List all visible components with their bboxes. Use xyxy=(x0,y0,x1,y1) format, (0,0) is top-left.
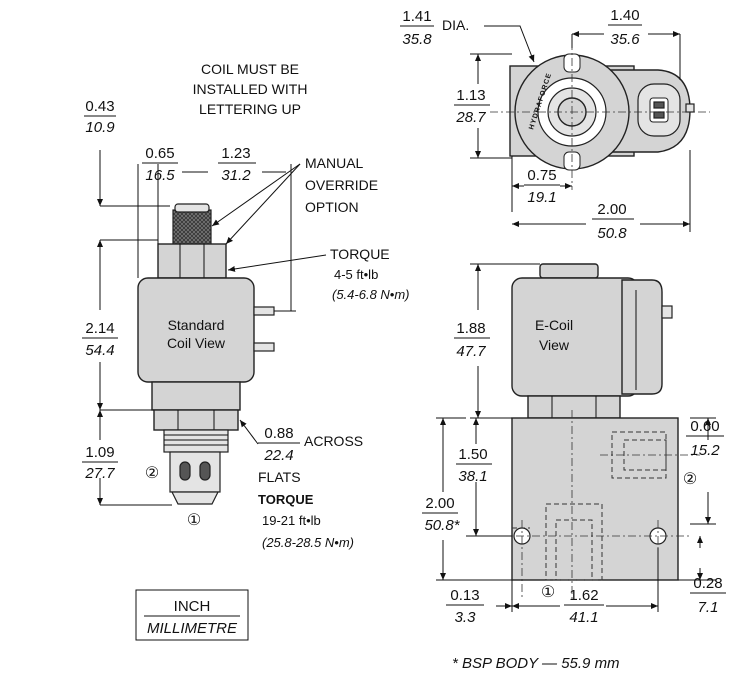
dim-0-75-in: 0.75 xyxy=(527,167,556,184)
ecoil-nut xyxy=(527,395,621,419)
dim-0-65-mm: 16.5 xyxy=(145,167,175,184)
dim-0-88-mm: 22.4 xyxy=(263,447,293,464)
legend-millimetre: MILLIMETRE xyxy=(147,620,238,637)
dim-1-13-in: 1.13 xyxy=(456,87,485,104)
dim-1-23-mm: 31.2 xyxy=(221,167,251,184)
ecoil-connector xyxy=(621,279,663,395)
coil-terminal-upper xyxy=(253,306,275,316)
bsp-body-note: * BSP BODY — 55.9 mm xyxy=(452,655,620,672)
dim-2-14-mm: 54.4 xyxy=(85,342,114,359)
dim-1-13-mm: 28.7 xyxy=(455,109,486,126)
port-1-label: ① xyxy=(187,512,201,529)
dim-2-14-in: 2.14 xyxy=(85,320,114,337)
ecoil-port-2-label: ② xyxy=(683,471,697,488)
dim-2-00-side-in: 2.00 xyxy=(425,495,454,512)
torque-top-value: 4-5 ft•lb xyxy=(334,267,378,282)
dim-1-62-mm: 41.1 xyxy=(569,609,598,626)
cartridge-threads xyxy=(163,429,229,453)
coil-terminal-lower xyxy=(253,342,275,352)
across-label: ACROSS xyxy=(304,433,363,449)
dim-2-00-top-mm: 50.8 xyxy=(597,225,627,242)
coil-must-note-line3: LETTERING UP xyxy=(199,101,301,117)
coil-nut xyxy=(157,243,227,279)
dim-0-13-mm: 3.3 xyxy=(455,609,477,626)
dim-0-43-in: 0.43 xyxy=(85,98,114,115)
coil-tube xyxy=(151,381,241,411)
standard-view-label-line2: Coil View xyxy=(167,335,226,351)
dim-0-88-in: 0.88 xyxy=(264,425,293,442)
dim-0-28-in: 0.28 xyxy=(693,575,722,592)
manifold-body xyxy=(511,417,679,581)
torque-bottom-value: 19-21 ft•lb xyxy=(262,513,321,528)
manual-override-knob xyxy=(172,209,212,247)
dim-1-09-mm: 27.7 xyxy=(84,465,115,482)
cartridge-nose xyxy=(169,451,221,493)
dim-1-62-in: 1.62 xyxy=(569,587,598,604)
manual-override-line1: MANUAL xyxy=(305,155,364,171)
dim-0-60-in: 0.60 xyxy=(690,418,719,435)
cartridge-tip xyxy=(171,491,219,505)
ecoil-coil-body xyxy=(511,277,639,397)
dim-1-88-mm: 47.7 xyxy=(456,343,486,360)
torque-top-label: TORQUE xyxy=(330,246,390,262)
unit-legend: INCH MILLIMETRE xyxy=(135,589,249,641)
ecoil-top-cap xyxy=(539,263,599,279)
dim-1-50-mm: 38.1 xyxy=(458,468,487,485)
coil-must-note-line1: COIL MUST BE xyxy=(201,61,299,77)
dim-0-60-mm: 15.2 xyxy=(690,442,720,459)
dim-1-41-in: 1.41 xyxy=(402,8,431,25)
dim-1-40-mm: 35.6 xyxy=(610,31,640,48)
ecoil-view-label-line1: E-Coil xyxy=(535,317,573,333)
dim-2-00-top-in: 2.00 xyxy=(597,201,626,218)
dim-0-28-mm: 7.1 xyxy=(698,599,719,616)
torque-bottom-metric: (25.8-28.5 N•m) xyxy=(262,535,354,550)
cartridge-hex xyxy=(153,409,239,431)
manual-override-cap xyxy=(174,203,210,213)
dim-1-88-in: 1.88 xyxy=(456,320,485,337)
dim-2-00-side-mm: 50.8* xyxy=(424,517,460,534)
dim-1-40-in: 1.40 xyxy=(610,7,639,24)
standard-coil-view: COIL MUST BE INSTALLED WITH LETTERING UP xyxy=(82,61,410,641)
dim-1-23-in: 1.23 xyxy=(221,145,250,162)
torque-bottom-label: TORQUE xyxy=(258,492,314,507)
dim-0-43-mm: 10.9 xyxy=(85,119,115,136)
dim-1-09-in: 1.09 xyxy=(85,444,114,461)
dim-1-41-mm: 35.8 xyxy=(402,31,432,48)
ecoil-top-view: HYDRAFORCE 1.41 35.8 DIA. 1.40 35.6 1.13… xyxy=(400,7,710,242)
port-2-label: ② xyxy=(145,465,159,482)
dia-label: DIA. xyxy=(442,17,469,33)
standard-view-label-line1: Standard xyxy=(168,317,225,333)
dim-0-65-in: 0.65 xyxy=(145,145,174,162)
port-2-slot-b xyxy=(199,461,211,481)
legend-inch: INCH xyxy=(174,598,211,615)
dim-0-13-in: 0.13 xyxy=(450,587,479,604)
port-2-slot-a xyxy=(179,461,191,481)
dim-1-50-in: 1.50 xyxy=(458,446,487,463)
manual-override-line2: OVERRIDE xyxy=(305,177,378,193)
ecoil-view-label-line2: View xyxy=(539,337,570,353)
torque-top-metric: (5.4-6.8 N•m) xyxy=(332,287,410,302)
flats-label: FLATS xyxy=(258,469,301,485)
dim-0-75-mm: 19.1 xyxy=(527,189,556,206)
coil-must-note-line2: INSTALLED WITH xyxy=(193,81,308,97)
manual-override-line3: OPTION xyxy=(305,199,359,215)
ecoil-side-view: E-Coil View ② ① 1.88 47.7 1.50 38.1 2.00… xyxy=(422,263,726,672)
ecoil-port-1-label: ① xyxy=(541,584,555,601)
